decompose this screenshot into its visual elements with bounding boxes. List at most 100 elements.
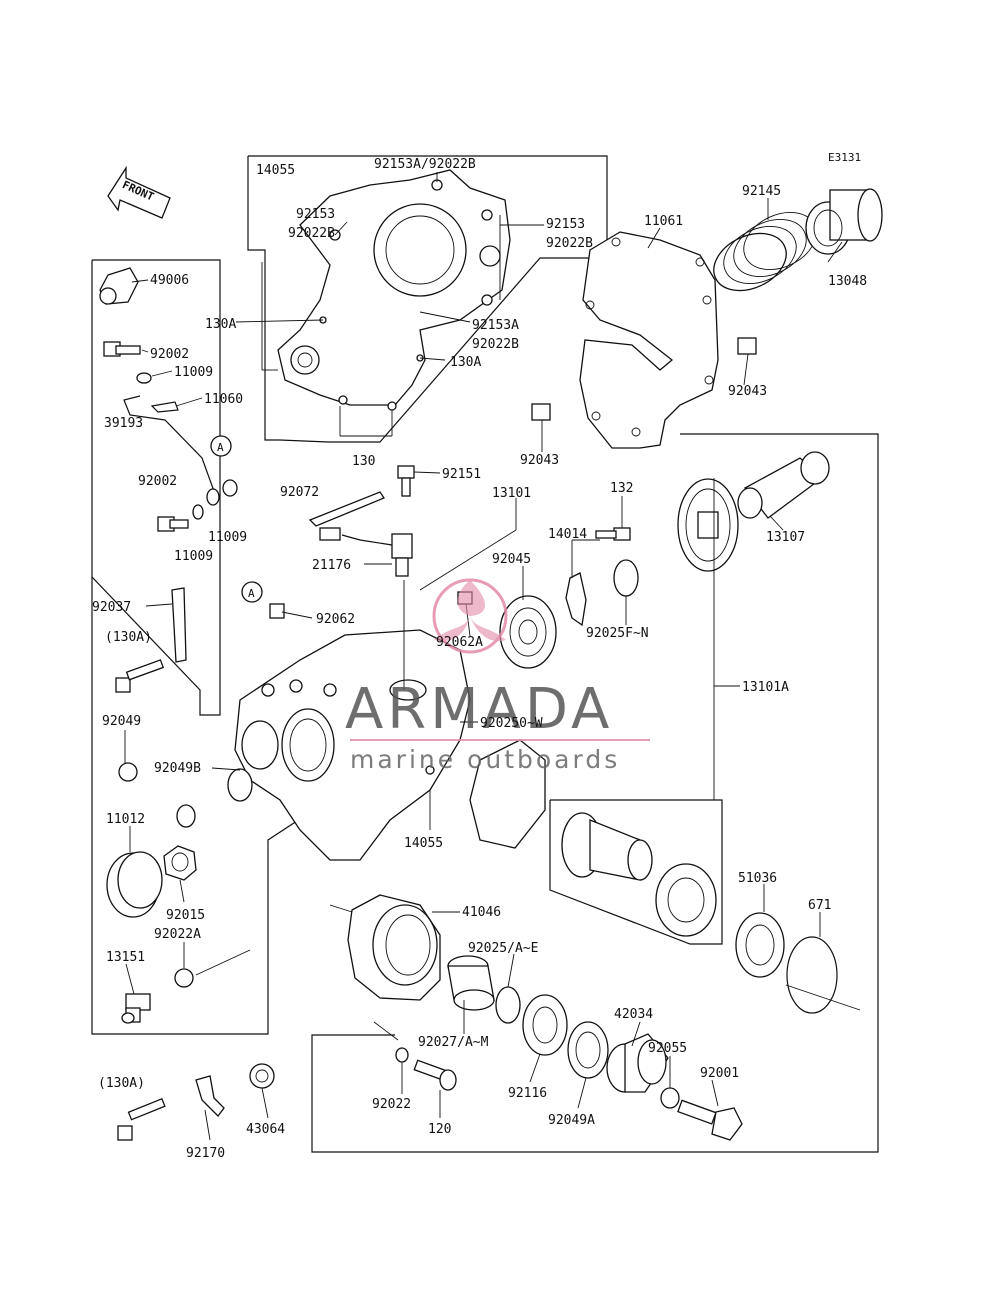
- bearing-92116: [522, 994, 568, 1056]
- front-arrow-icon: FRONT: [107, 165, 171, 219]
- bolt-120: [413, 1059, 457, 1091]
- bearing-92045: [499, 595, 557, 669]
- shim-92025ae: [495, 986, 521, 1024]
- plug-92062: [269, 603, 285, 619]
- marker-a-lower-label: A: [248, 587, 255, 600]
- label-92022b-right: 92022B: [546, 236, 593, 251]
- label-92002-upper: 92002: [150, 347, 189, 362]
- diagram-code: E3131: [828, 151, 861, 164]
- label-92001: 92001: [700, 1066, 739, 1081]
- bolt-130a-upper: [115, 659, 165, 693]
- bolt-92151: [397, 465, 415, 497]
- label-21176: 21176: [312, 558, 351, 573]
- seal-92049b-ring: [227, 768, 253, 802]
- nut-92015: [163, 845, 197, 881]
- label-13107: 13107: [766, 530, 805, 545]
- label-130a-upper: 130A: [205, 317, 236, 332]
- label-42034: 42034: [614, 1007, 653, 1022]
- label-132: 132: [610, 481, 633, 496]
- leader-lines: [124, 172, 861, 1141]
- pinion-assembly-inset: [561, 812, 717, 937]
- label-92153a-92022b: 92153A/92022B: [374, 157, 476, 172]
- label-11009-lower: 11009: [174, 549, 213, 564]
- watermark-tagline: marine outboards: [350, 745, 620, 774]
- label-14055: 14055: [404, 836, 443, 851]
- washer-92022a: [174, 968, 194, 988]
- label-13048: 13048: [828, 274, 867, 289]
- label-920250w: 920250~W: [480, 716, 543, 731]
- sleeve-92027: [447, 955, 495, 1011]
- clip-11060: [150, 401, 179, 413]
- seal-92049a: [567, 1021, 609, 1079]
- label-130: 130: [352, 454, 375, 469]
- shaft-13107: [737, 451, 830, 519]
- bolt-92002-lower: [157, 504, 204, 532]
- label-92025fn: 92025F~N: [586, 626, 649, 641]
- fitting: [206, 488, 220, 506]
- label-41046: 41046: [462, 905, 501, 920]
- sensor-21176: [319, 527, 413, 577]
- label-92116: 92116: [508, 1086, 547, 1101]
- armada-watermark: ARMADA marine outboards: [345, 578, 650, 774]
- bolt-132: [595, 527, 631, 541]
- label-92022b-lower: 92022B: [472, 337, 519, 352]
- label-92153a: 92153A: [472, 318, 519, 333]
- label-11009-upper: 11009: [174, 365, 213, 380]
- label-92045: 92045: [492, 552, 531, 567]
- label-92049: 92049: [102, 714, 141, 729]
- label-39193: 39193: [104, 416, 143, 431]
- bolt-130a-lower: [117, 1097, 166, 1141]
- label-92062a: 92062A: [436, 635, 483, 650]
- label-92055: 92055: [648, 1041, 687, 1056]
- cable-tie-92072: [308, 491, 385, 527]
- label-92049a: 92049A: [548, 1113, 595, 1128]
- label-49006: 49006: [150, 273, 189, 288]
- label-92025ae: 92025/A~E: [468, 941, 538, 956]
- marker-a-upper-label: A: [217, 441, 224, 454]
- bushing-92043-b: [531, 403, 551, 421]
- washer-11009-c: [222, 479, 238, 497]
- label-130a-paren-upper: (130A): [105, 630, 152, 645]
- stopper-14014: [565, 572, 587, 627]
- label-92022: 92022: [372, 1097, 411, 1112]
- gasket-11061: [579, 231, 719, 449]
- label-13151: 13151: [106, 950, 145, 965]
- bushing-92043-a: [737, 337, 757, 355]
- washer-92049: [118, 762, 138, 782]
- label-14055-paren: 14055: [256, 163, 295, 178]
- label-92153-left: 92153: [296, 207, 335, 222]
- seal-51036: [735, 912, 785, 978]
- spring-92145: [713, 212, 817, 292]
- oring-92055: [660, 1087, 680, 1109]
- label-11061: 11061: [644, 214, 683, 229]
- label-92153-right: 92153: [546, 217, 585, 232]
- washer-92049b: [176, 804, 196, 828]
- label-51036: 51036: [738, 871, 777, 886]
- label-92015: 92015: [166, 908, 205, 923]
- bolt-92001: [677, 1099, 743, 1141]
- label-92022b-left: 92022B: [288, 226, 335, 241]
- label-13101a: 13101A: [742, 680, 789, 695]
- bracket-92037: [171, 587, 187, 663]
- label-13101: 13101: [492, 486, 531, 501]
- label-120: 120: [428, 1122, 451, 1137]
- coupling-13048: [805, 188, 883, 255]
- housing-41046: [347, 894, 441, 1001]
- label-671: 671: [808, 898, 831, 913]
- label-11012: 11012: [106, 812, 145, 827]
- label-11009-right: 11009: [208, 530, 247, 545]
- marker-a-upper: [210, 435, 232, 457]
- clamp-92170: [195, 1075, 225, 1117]
- cover-14055: [277, 169, 511, 411]
- label-11060: 11060: [204, 392, 243, 407]
- watermark-brand: ARMADA: [345, 677, 613, 742]
- label-92027am: 92027/A~M: [418, 1035, 489, 1050]
- washer-92022: [395, 1047, 409, 1063]
- gear-13101: [677, 478, 739, 572]
- label-92037: 92037: [92, 600, 131, 615]
- label-92043-upper: 92043: [728, 384, 767, 399]
- label-92043-lower: 92043: [520, 453, 559, 468]
- shim-92025fn: [613, 559, 639, 597]
